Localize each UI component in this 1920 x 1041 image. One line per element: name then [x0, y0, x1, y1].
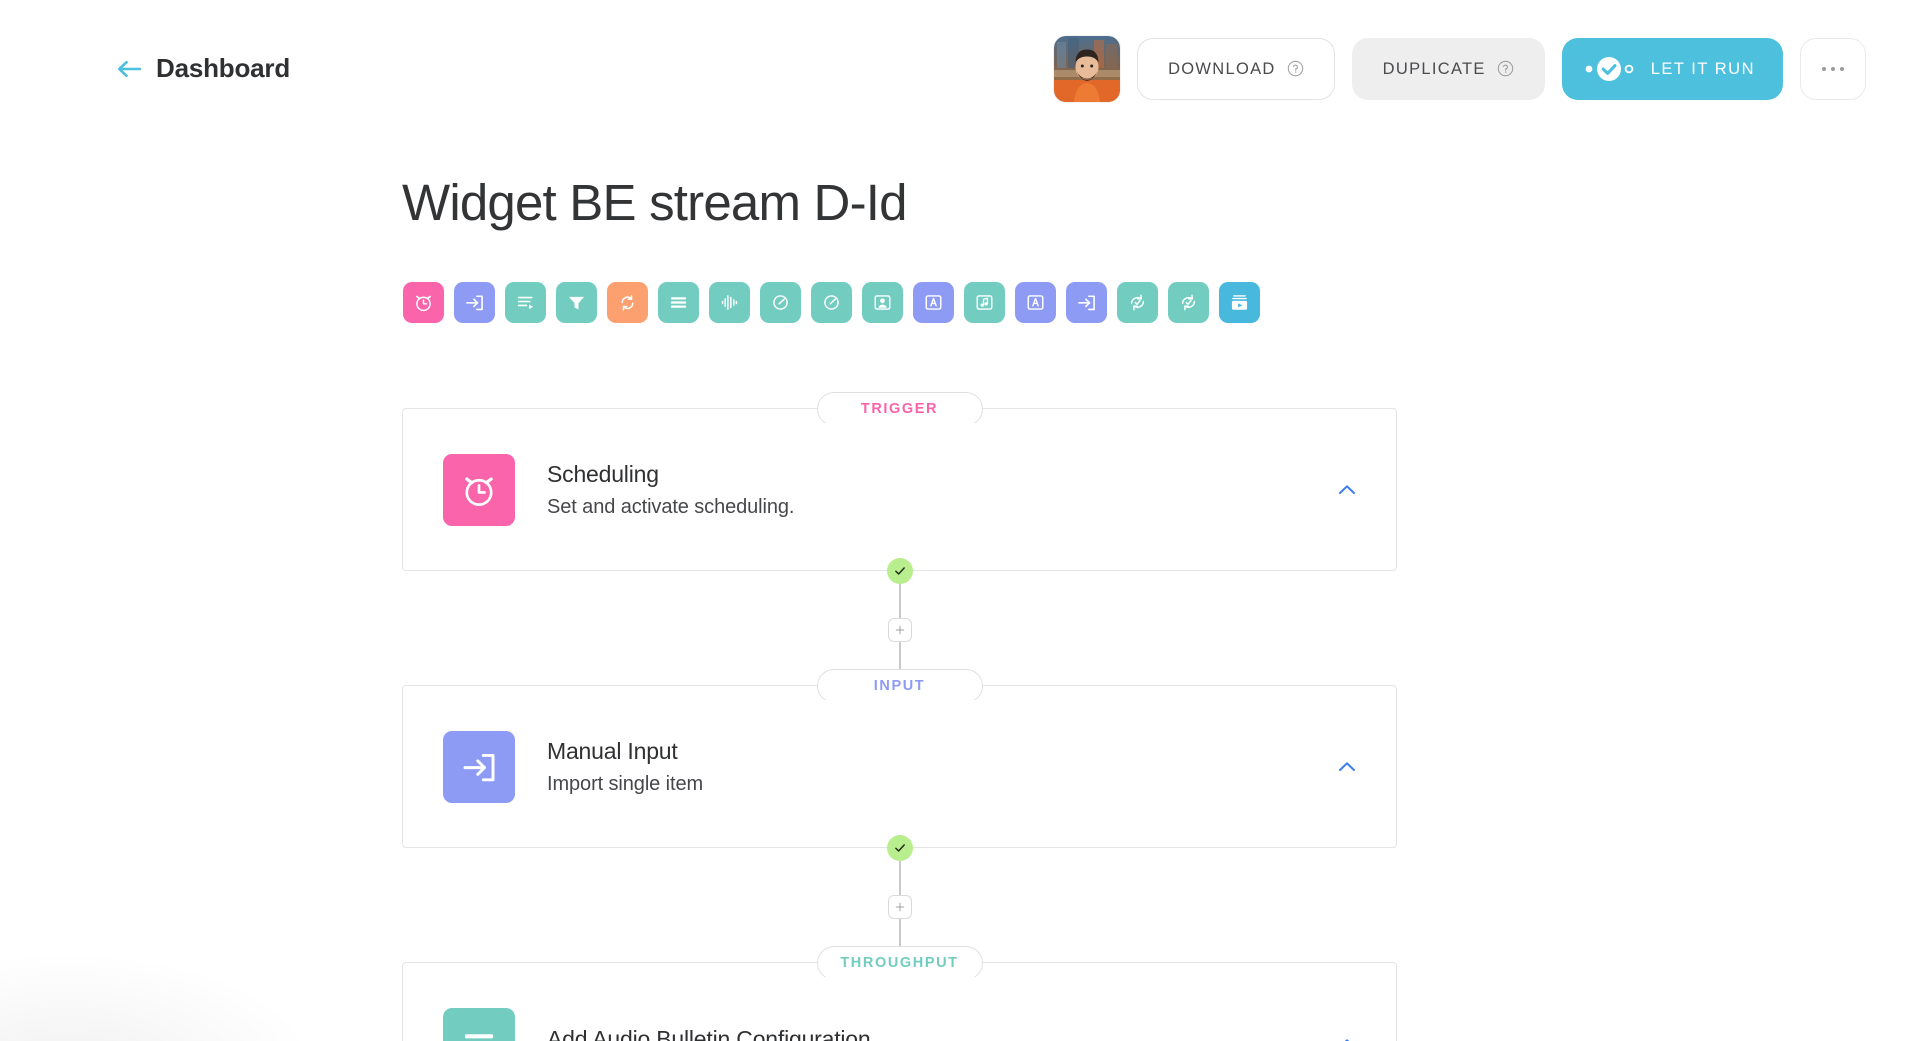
strip-text-slide-icon-12[interactable]	[1015, 282, 1056, 323]
import-item-icon	[443, 730, 515, 803]
node-stage-badge: TRIGGER	[816, 392, 983, 427]
node-text: Manual Input Import single item	[547, 738, 703, 796]
strip-sync-check-icon-15[interactable]	[1168, 282, 1209, 323]
dot	[1840, 67, 1844, 71]
add-step-button[interactable]	[888, 895, 912, 919]
strip-audio-bulletin-icon-5[interactable]	[658, 282, 699, 323]
node-title: Add Audio Bulletin Configuration	[547, 1026, 871, 1041]
question-circle-icon	[1287, 60, 1304, 77]
strip-music-slide-icon-11[interactable]	[964, 282, 1005, 323]
strip-text-slide-icon-10[interactable]	[913, 282, 954, 323]
strip-import-item-icon-13[interactable]	[1066, 282, 1107, 323]
check-circle-icon	[1584, 56, 1636, 82]
strip-filter-icon-3[interactable]	[556, 282, 597, 323]
flow-node-1: TRIGGER Scheduling Set and activate sche…	[402, 392, 1397, 571]
page-edge-shadow	[0, 951, 320, 1041]
page-title: Widget BE stream D-Id	[402, 174, 907, 231]
node-card[interactable]: THROUGHPUT Add Audio Bulletin Configurat…	[402, 946, 1397, 1041]
let-it-run-label: LET IT RUN	[1650, 59, 1755, 78]
back-label: Dashboard	[156, 53, 291, 83]
node-title: Scheduling	[547, 460, 659, 487]
strip-sync-check-icon-14[interactable]	[1117, 282, 1158, 323]
check-icon	[887, 835, 913, 861]
strip-playlist-icon-2[interactable]	[505, 282, 546, 323]
add-step-button[interactable]	[888, 618, 912, 642]
alarm-clock-icon	[443, 453, 515, 526]
flow-connector-1	[887, 558, 913, 685]
node-title: Manual Input	[547, 737, 678, 764]
back-to-dashboard-link[interactable]: Dashboard	[116, 53, 290, 84]
flow-node-3: THROUGHPUT Add Audio Bulletin Configurat…	[402, 946, 1397, 1041]
node-stage-badge: INPUT	[816, 669, 983, 704]
duplicate-button[interactable]: DUPLICATE	[1351, 38, 1545, 100]
arrow-left-icon	[116, 56, 142, 82]
node-description: Set and activate scheduling.	[547, 495, 795, 518]
dot	[1822, 67, 1826, 71]
check-icon	[887, 558, 913, 584]
download-button[interactable]: DOWNLOAD	[1137, 38, 1335, 100]
audio-bulletin-icon	[443, 1007, 515, 1041]
question-circle-icon	[1497, 60, 1514, 77]
strip-sync-refresh-icon-4[interactable]	[607, 282, 648, 323]
avatar[interactable]	[1054, 36, 1121, 102]
duplicate-label: DUPLICATE	[1382, 59, 1486, 78]
strip-publish-player-icon-16[interactable]	[1219, 282, 1260, 323]
strip-person-card-icon-9[interactable]	[862, 282, 903, 323]
workflow-icon-strip	[403, 282, 1260, 323]
strip-import-item-icon-1[interactable]	[454, 282, 495, 323]
more-options-button[interactable]	[1800, 38, 1866, 100]
node-card[interactable]: TRIGGER Scheduling Set and activate sche…	[402, 392, 1397, 571]
dot	[1831, 67, 1835, 71]
let-it-run-button[interactable]: LET IT RUN	[1561, 38, 1783, 100]
download-label: DOWNLOAD	[1168, 59, 1276, 78]
node-text: Scheduling Set and activate scheduling.	[547, 461, 794, 519]
chevron-up-icon[interactable]	[1334, 1031, 1360, 1041]
node-card[interactable]: INPUT Manual Input Import single item	[402, 669, 1397, 848]
node-text: Add Audio Bulletin Configuration	[547, 1026, 871, 1041]
top-actions: DOWNLOAD DUPLICATE	[1054, 36, 1866, 102]
flow-connector-2	[887, 835, 913, 962]
strip-alarm-clock-icon-0[interactable]	[403, 282, 444, 323]
top-bar: Dashboard	[0, 0, 1920, 136]
node-description: Import single item	[547, 772, 704, 795]
flow-node-2: INPUT Manual Input Import single item	[402, 669, 1397, 848]
chevron-up-icon[interactable]	[1334, 477, 1360, 503]
strip-speedometer-icon-8[interactable]	[811, 282, 852, 323]
chevron-up-icon[interactable]	[1334, 754, 1360, 780]
node-stage-badge: THROUGHPUT	[816, 946, 983, 981]
strip-waveform-icon-6[interactable]	[709, 282, 750, 323]
strip-speedometer-icon-7[interactable]	[760, 282, 801, 323]
